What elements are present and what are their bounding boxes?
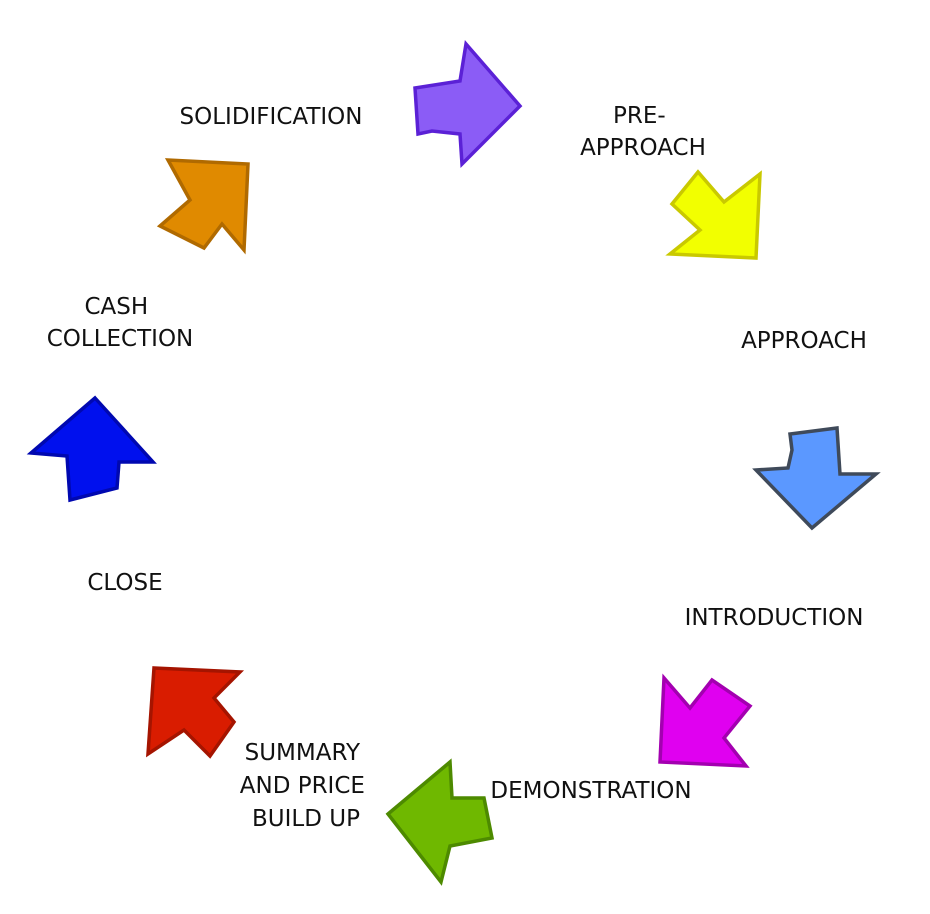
label-close: CLOSE (87, 570, 162, 596)
label-introduction: INTRODUCTION (685, 605, 864, 631)
arrow-to-summary (385, 758, 495, 886)
label-cash-collection: CASH COLLECTION (47, 294, 194, 352)
label-pre-approach: PRE- APPROACH (580, 103, 706, 161)
arrow-to-solidification (156, 158, 250, 255)
label-summary-and-price-build-up: SUMMARY AND PRICE BUILD UP (240, 740, 373, 832)
arrow-to-cash-collection (26, 395, 157, 503)
arrow-to-approach (665, 169, 762, 260)
label-approach: APPROACH (741, 328, 867, 354)
arrow-to-demonstration (658, 673, 753, 768)
arrow-to-pre-approach (413, 40, 523, 168)
arrow-to-introduction (752, 426, 881, 531)
label-solidification: SOLIDIFICATION (180, 104, 363, 130)
label-demonstration: DEMONSTRATION (490, 778, 691, 804)
arrow-to-close (146, 666, 245, 759)
